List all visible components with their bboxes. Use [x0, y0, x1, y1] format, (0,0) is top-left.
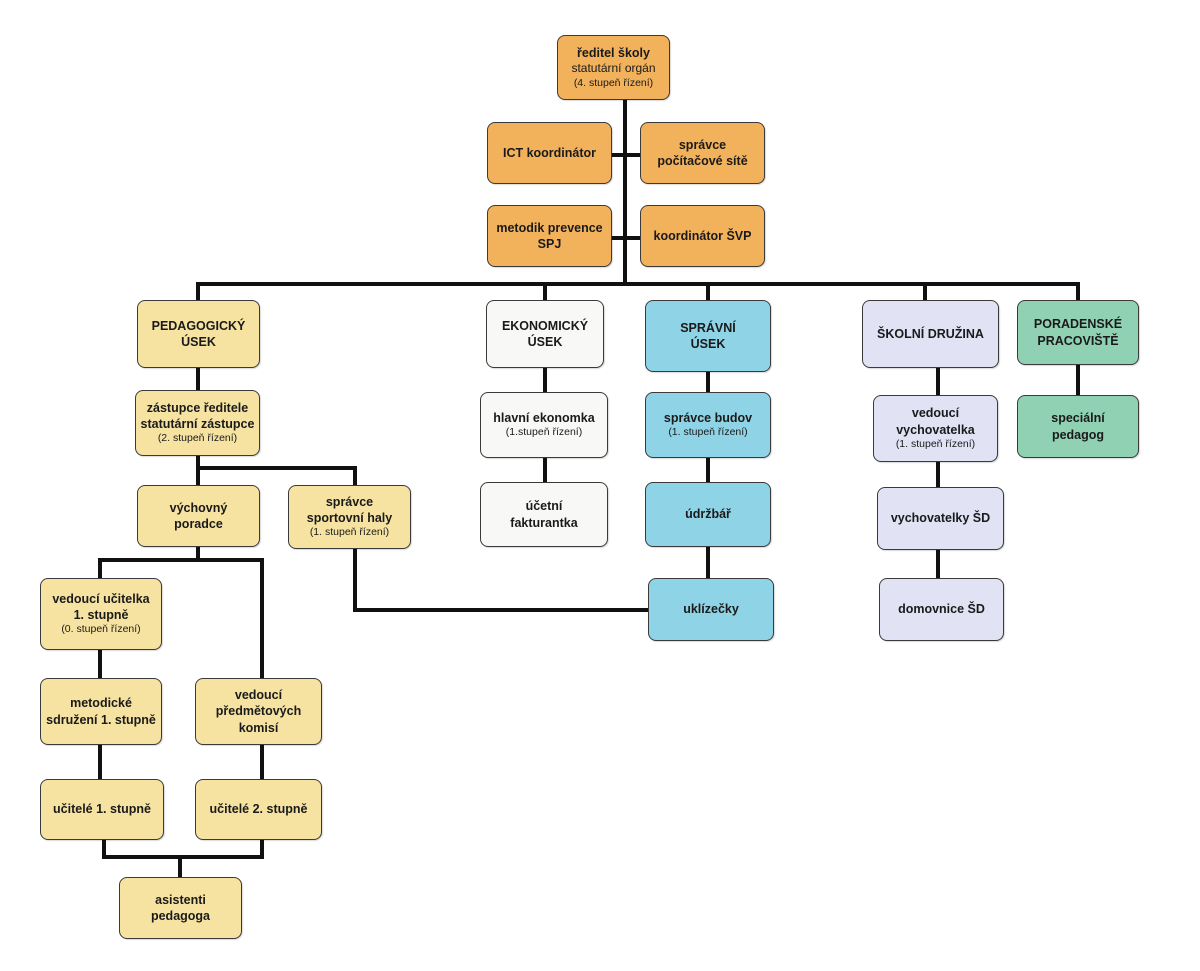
ict-title: ICT koordinátor — [502, 145, 597, 160]
ped-section-title: PEDAGOGICKÝ — [151, 318, 246, 333]
teachers1-title: učitelé 1. stupně — [53, 802, 151, 817]
building-admin-title: správce budov — [663, 411, 753, 426]
connector-deputy-split — [196, 454, 357, 487]
ped-section-line2: ÚSEK — [181, 335, 216, 349]
caretakers-title: domovnice ŠD — [898, 602, 985, 617]
box-building-admin[interactable]: správce budov (1. stupeň řízení) — [645, 392, 771, 458]
head-educator-line2: vychovatelka — [896, 422, 975, 437]
assistants-line2: pedagoga — [150, 909, 211, 923]
maintenance-title: údržbář — [685, 507, 731, 522]
box-network-admin[interactable]: správce počítačové sítě — [640, 122, 765, 184]
network-admin-title: správce — [678, 137, 727, 152]
assistants-title: asistenti — [155, 892, 206, 907]
hall-admin-line2: sportovní haly — [306, 511, 393, 526]
special-ped-line2: pedagog — [1051, 427, 1105, 442]
box-svp-coordinator[interactable]: koordinátor ŠVP — [640, 205, 765, 267]
subject-heads-line3: komisí — [238, 720, 279, 735]
deputy-level: (2. stupeň řízení) — [157, 432, 238, 445]
director-level: (4. stupeň řízení) — [573, 76, 654, 89]
box-cleaners[interactable]: uklízečky — [648, 578, 774, 641]
head-educator-level: (1. stupeň řízení) — [895, 437, 976, 450]
box-ict-coordinator[interactable]: ICT koordinátor — [487, 122, 612, 184]
adm-section-line2: ÚSEK — [690, 337, 726, 351]
box-counseling[interactable]: PORADENSKÉ PRACOVIŠTĚ — [1017, 300, 1139, 365]
box-director[interactable]: ředitel školy statutární orgán (4. stupe… — [557, 35, 670, 100]
head-educator-title: vedoucí — [911, 406, 960, 421]
teachers2-title: učitelé 2. stupně — [209, 802, 308, 817]
box-head-educator[interactable]: vedoucí vychovatelka (1. stupeň řízení) — [873, 395, 998, 462]
accountant-line2: fakturantka — [510, 515, 578, 530]
head-teacher1-line2: 1. stupně — [73, 608, 129, 623]
box-hall-admin[interactable]: správce sportovní haly (1. stupeň řízení… — [288, 485, 411, 549]
chief-economist-title: hlavní ekonomka — [493, 411, 595, 426]
box-special-ped[interactable]: speciální pedagog — [1017, 395, 1139, 458]
director-role: statutární orgán — [571, 61, 656, 75]
deputy-title: zástupce ředitele — [146, 400, 249, 415]
building-admin-level: (1. stupeň řízení) — [668, 426, 748, 439]
svp-title: koordinátor ŠVP — [653, 228, 752, 243]
method-assoc-line2: sdružení 1. stupně — [46, 712, 156, 727]
connector-teachers-assistants — [102, 838, 264, 859]
box-sd-section[interactable]: ŠKOLNÍ DRUŽINA — [862, 300, 999, 368]
box-subject-heads[interactable]: vedoucí předmětových komisí — [195, 678, 322, 745]
box-caretakers[interactable]: domovnice ŠD — [879, 578, 1004, 641]
network-admin-line2: počítačové sítě — [657, 154, 748, 168]
head-teacher1-level: (0. stupeň řízení) — [61, 623, 141, 636]
advisor-line2: poradce — [174, 517, 223, 531]
box-deputy[interactable]: zástupce ředitele statutární zástupce (2… — [135, 390, 260, 456]
box-method-assoc[interactable]: metodické sdružení 1. stupně — [40, 678, 162, 745]
head-teacher1-title: vedoucí učitelka — [52, 591, 150, 606]
cleaners-title: uklízečky — [683, 602, 739, 617]
connector-advisor-split — [98, 545, 200, 580]
deputy-role: statutární zástupce — [140, 417, 255, 432]
prevention-line2: SPJ — [537, 237, 562, 251]
box-accountant[interactable]: účetní fakturantka — [480, 482, 608, 547]
counseling-title: PORADENSKÉ — [1033, 317, 1123, 332]
sd-section-title: ŠKOLNÍ DRUŽINA — [877, 326, 984, 341]
educators-title: vychovatelky ŠD — [890, 511, 991, 526]
box-maintenance[interactable]: údržbář — [645, 482, 771, 547]
box-chief-economist[interactable]: hlavní ekonomka (1.stupeň řízení) — [480, 392, 608, 458]
subject-heads-title: vedoucí — [234, 688, 283, 703]
box-adm-section[interactable]: SPRÁVNÍ ÚSEK — [645, 300, 771, 372]
box-ped-section[interactable]: PEDAGOGICKÝ ÚSEK — [137, 300, 260, 368]
hall-admin-level: (1. stupeň řízení) — [309, 526, 390, 539]
accountant-title: účetní — [525, 499, 563, 514]
box-eco-section[interactable]: EKONOMICKÝ ÚSEK — [486, 300, 604, 368]
counseling-line2: PRACOVIŠTĚ — [1037, 333, 1119, 348]
director-title: ředitel školy — [577, 45, 650, 60]
eco-section-line2: ÚSEK — [527, 335, 563, 349]
box-teachers1[interactable]: učitelé 1. stupně — [40, 779, 164, 840]
connector-advisor-subjects — [196, 558, 264, 680]
box-advisor[interactable]: výchovný poradce — [137, 485, 260, 547]
eco-section-title: EKONOMICKÝ — [501, 318, 589, 333]
box-assistants[interactable]: asistenti pedagoga — [119, 877, 242, 939]
special-ped-title: speciální — [1051, 411, 1105, 426]
box-educators[interactable]: vychovatelky ŠD — [877, 487, 1004, 550]
chief-economist-level: (1.stupeň řízení) — [505, 426, 583, 439]
adm-section-title: SPRÁVNÍ — [680, 320, 736, 335]
hall-admin-title: správce — [325, 494, 374, 509]
prevention-title: metodik prevence — [496, 220, 603, 235]
subject-heads-line2: předmětových — [215, 704, 302, 719]
connector-hall-cleaners — [353, 547, 650, 612]
method-assoc-title: metodické — [70, 696, 132, 711]
box-teachers2[interactable]: učitelé 2. stupně — [195, 779, 322, 840]
box-head-teacher1[interactable]: vedoucí učitelka 1. stupně (0. stupeň ří… — [40, 578, 162, 650]
advisor-title: výchovný — [169, 500, 228, 515]
box-prevention[interactable]: metodik prevence SPJ — [487, 205, 612, 267]
